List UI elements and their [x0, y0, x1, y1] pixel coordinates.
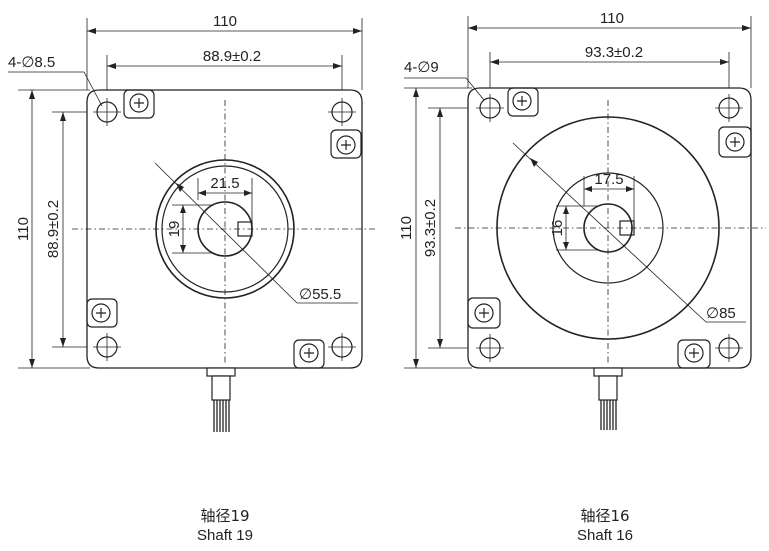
hole-callout: 4-∅8.5	[8, 54, 55, 71]
screw-icon	[507, 87, 539, 117]
screw-icon	[718, 126, 752, 158]
overall-height-dim: 110	[15, 217, 32, 241]
bore-height-dim: 19	[166, 221, 183, 238]
screw-icon	[330, 129, 362, 159]
cable-icon	[206, 367, 236, 432]
keyway	[237, 221, 253, 237]
mounting-hole	[476, 334, 504, 362]
mounting-hole	[93, 98, 121, 126]
hole-spacing-v-dim: 93.3±0.2	[422, 199, 439, 257]
mounting-hole	[328, 333, 356, 361]
screw-icon	[293, 339, 325, 369]
caption-cn: 轴径16	[580, 507, 629, 525]
mounting-hole	[715, 94, 743, 122]
overall-width-dim: 110	[213, 13, 237, 30]
hole-spacing-v-dim: 88.9±0.2	[45, 200, 62, 258]
caption-en: Shaft 19	[197, 527, 253, 544]
screw-icon	[123, 89, 155, 119]
mounting-hole	[715, 334, 743, 362]
screw-icon	[677, 339, 711, 369]
hole-callout: 4-∅9	[404, 59, 439, 76]
outer-ring	[496, 116, 720, 340]
outer-ring	[155, 159, 295, 299]
view-shaft-19: 110 88.9±0.2 110 88.9±0.2 4-∅8.5	[8, 13, 378, 544]
outer-diameter-dim: ∅85	[706, 305, 736, 322]
overall-height-dim: 110	[398, 216, 415, 240]
cable-icon	[593, 367, 623, 430]
hole-spacing-h-dim: 88.9±0.2	[203, 48, 261, 65]
mounting-hole	[476, 94, 504, 122]
screw-icon	[467, 297, 501, 329]
bore-width-dim: 17.5	[594, 171, 623, 188]
outer-diameter-dim: ∅55.5	[299, 286, 341, 303]
caption-cn: 轴径19	[200, 507, 249, 525]
keyway	[619, 220, 635, 236]
mounting-hole	[328, 98, 356, 126]
shaft-bore	[583, 203, 633, 253]
caption-en: Shaft 16	[577, 527, 633, 544]
hole-spacing-h-dim: 93.3±0.2	[585, 44, 643, 61]
view-shaft-16: 110 93.3±0.2 110 93.3±0.2 4-∅9	[398, 10, 766, 544]
mounting-hole	[93, 333, 121, 361]
screw-icon	[86, 298, 118, 328]
overall-width-dim: 110	[600, 10, 624, 27]
bore-height-dim: 16	[549, 220, 566, 237]
bore-width-dim: 21.5	[210, 175, 239, 192]
